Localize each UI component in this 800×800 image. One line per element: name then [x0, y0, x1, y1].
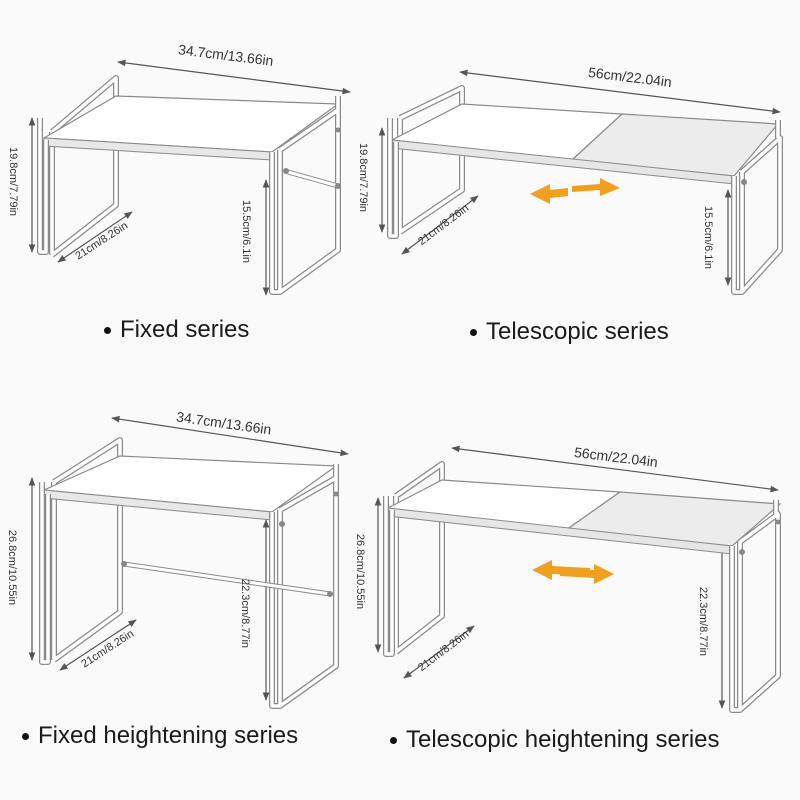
- shelf-fixed: [28, 59, 351, 296]
- inner-height-label: 15.5cm/6.1in: [239, 200, 252, 263]
- depth-dimension-line: [59, 619, 137, 671]
- bullet-icon: [104, 326, 111, 334]
- caption-telescopic-series: Telescopic series: [470, 318, 669, 346]
- inner-height-label: 22.3cm/8.77in: [697, 586, 710, 657]
- caption-text: Telescopic heightening series: [406, 726, 720, 753]
- width-dimension-line: [459, 69, 781, 115]
- inner-height-label: 22.3cm/8.77in: [239, 578, 252, 649]
- caption-fixed-heightening-series: Fixed heightening series: [22, 722, 298, 750]
- caption-text: Telescopic series: [486, 318, 669, 345]
- telescopic-arrows-icon: [532, 560, 614, 584]
- height-label: 19.8cm/7.79in: [357, 142, 370, 213]
- height-label: 19.8cm/7.79in: [7, 146, 20, 217]
- caption-text: Fixed series: [120, 316, 250, 343]
- shelf-telescopic-heightening: [374, 445, 782, 713]
- caption-telescopic-heightening-series: Telescopic heightening series: [390, 726, 720, 754]
- caption-fixed-series: Fixed series: [104, 316, 249, 344]
- depth-dimension-line: [403, 625, 475, 679]
- width-dimension-line: [117, 59, 351, 95]
- width-dimension-line: [111, 415, 349, 457]
- inner-height-label: 15.5cm/6.1in: [701, 206, 714, 269]
- shelf-telescopic: [378, 69, 783, 295]
- bullet-icon: [390, 736, 397, 744]
- bullet-icon: [22, 732, 29, 740]
- shelf-fixed-heightening: [28, 415, 349, 709]
- width-dimension-line: [451, 445, 779, 493]
- height-label: 26.8cm/10.55in: [354, 533, 367, 610]
- depth-dimension-line: [401, 195, 479, 255]
- bullet-icon: [470, 328, 477, 336]
- height-label: 26.8cm/10.55in: [6, 529, 19, 606]
- depth-dimension-line: [57, 211, 133, 263]
- telescopic-arrows-icon: [530, 178, 620, 204]
- caption-text: Fixed heightening series: [38, 722, 299, 749]
